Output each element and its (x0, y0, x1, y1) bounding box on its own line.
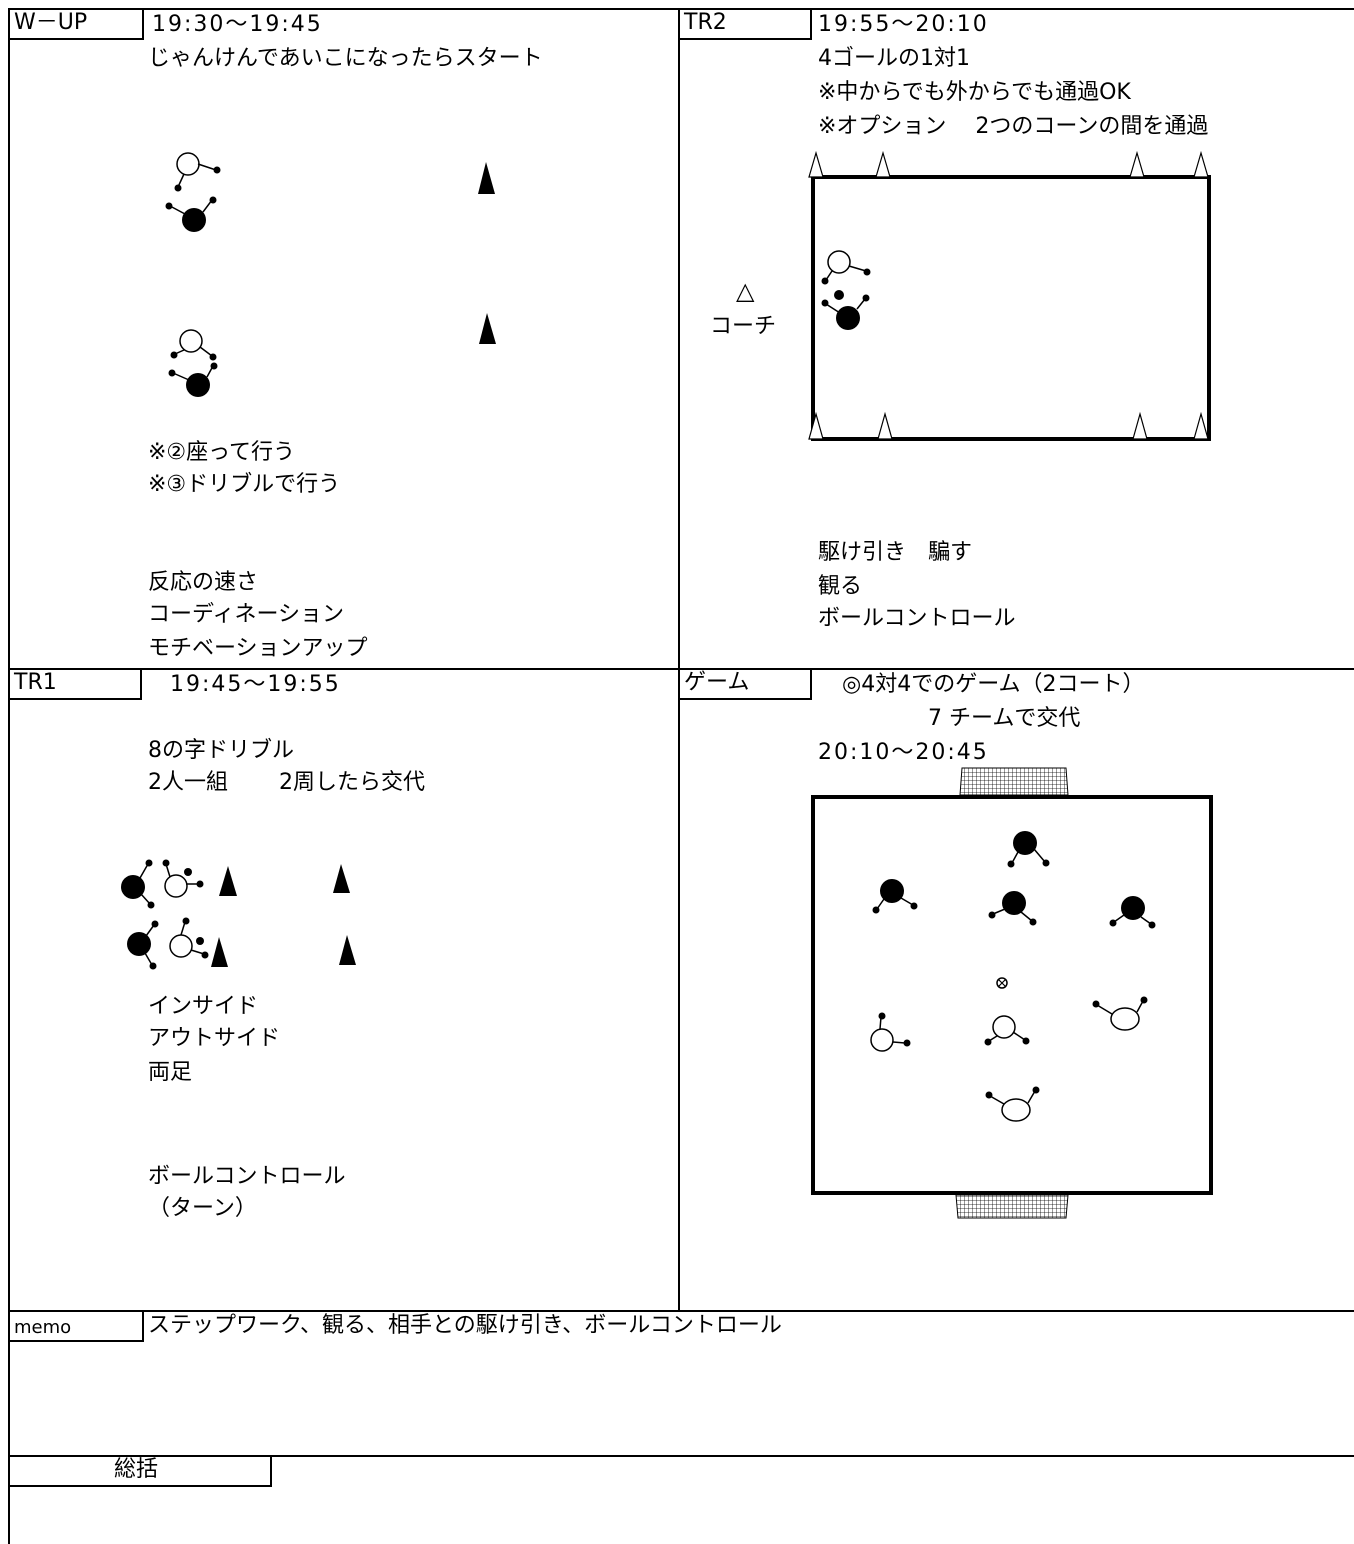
tr2-line-1: 4ゴールの1対1 (818, 46, 970, 71)
tr2-point-1: 駆け引き 騙す (818, 540, 973, 565)
white-player (985, 1086, 1040, 1122)
tr2-field (811, 175, 1211, 441)
wup-tab: W－UP (10, 10, 144, 40)
white-player (1092, 996, 1148, 1031)
ball-icon (184, 868, 192, 876)
row-divider-3 (8, 1455, 1354, 1457)
white-player (870, 1012, 911, 1052)
black-player (168, 362, 218, 397)
tr2-diagram (808, 150, 1211, 441)
memo-tab: memo (10, 1312, 144, 1342)
tr1-point-3: 両足 (148, 1060, 193, 1085)
game-rotation: 7 チームで交代 (928, 706, 1081, 731)
tr1-diagram (121, 859, 356, 970)
memo-text: ステップワーク、観る、相手との駆け引き、ボールコントロール (148, 1313, 782, 1338)
left-border (8, 8, 10, 1544)
cone-icon (219, 866, 237, 896)
game-title: ◎4対4でのゲーム（2コート） (842, 672, 1145, 697)
ball-icon (996, 977, 1008, 989)
coach-label: コーチ (710, 314, 777, 339)
top-border (8, 8, 1354, 10)
black-player (872, 879, 918, 914)
tr2-line-2: ※中からでも外からでも通過OK (818, 80, 1131, 105)
white-player (162, 859, 204, 898)
cone-icon (339, 935, 356, 965)
wup-time: 19:30～19:45 (152, 12, 323, 37)
tr1-line-2: 2人一組 2周したら交代 (148, 770, 425, 795)
tr1-point-1: インサイド (148, 994, 259, 1019)
wup-point-1: 反応の速さ (148, 570, 259, 595)
game-time: 20:10～20:45 (818, 740, 989, 765)
wup-note-2: ※③ドリブルで行う (148, 472, 341, 497)
tr1-point-2: アウトサイド (148, 1026, 281, 1051)
black-player (121, 859, 155, 909)
tr2-tab: TR2 (680, 10, 812, 40)
game-tab: ゲーム (680, 670, 812, 700)
black-player (821, 294, 870, 330)
white-player (821, 250, 871, 285)
tr2-point-2: 観る (818, 574, 863, 599)
cone-icon (808, 150, 1209, 440)
white-player (169, 917, 209, 959)
wup-point-2: コーディネーション (148, 602, 345, 627)
wup-diagram (165, 152, 496, 397)
tr2-line-3: ※オプション 2つのコーンの間を通過 (818, 114, 1209, 139)
black-player (1007, 831, 1050, 868)
black-player (988, 891, 1037, 926)
cone-icon (478, 162, 495, 194)
row-divider-2 (8, 1310, 1354, 1312)
center-divider (678, 8, 680, 1312)
wup-instruction: じゃんけんであいこになったらスタート (148, 46, 543, 71)
tr2-point-3: ボールコントロール (818, 606, 1016, 631)
white-player (984, 1015, 1030, 1046)
white-player (170, 329, 217, 361)
tr1-tab: TR1 (10, 670, 142, 700)
black-player (1109, 896, 1156, 929)
ball-icon (834, 290, 844, 300)
tr1-time: 19:45～19:55 (170, 672, 341, 697)
game-diagram (811, 767, 1213, 1219)
ball-icon (196, 937, 204, 945)
goal-top-icon (959, 767, 1069, 796)
black-player (127, 920, 159, 970)
white-player (174, 152, 221, 192)
black-player (165, 196, 217, 232)
wup-note-1: ※②座って行う (148, 440, 296, 465)
cone-icon (211, 937, 228, 967)
tr1-focus-1: ボールコントロール (148, 1164, 346, 1189)
cone-icon (479, 313, 496, 344)
tr1-line-1: 8の字ドリブル (148, 738, 294, 763)
coach-marker: △ (736, 277, 755, 305)
tr1-focus-2: （ターン） (148, 1196, 257, 1221)
cone-icon (333, 864, 350, 893)
summary-tab: 総括 (10, 1457, 272, 1487)
row-divider-1 (8, 668, 1354, 670)
wup-point-3: モチベーションアップ (148, 636, 368, 661)
goal-bottom-icon (955, 1194, 1069, 1219)
game-field (811, 795, 1213, 1195)
tr2-time: 19:55～20:10 (818, 12, 989, 37)
